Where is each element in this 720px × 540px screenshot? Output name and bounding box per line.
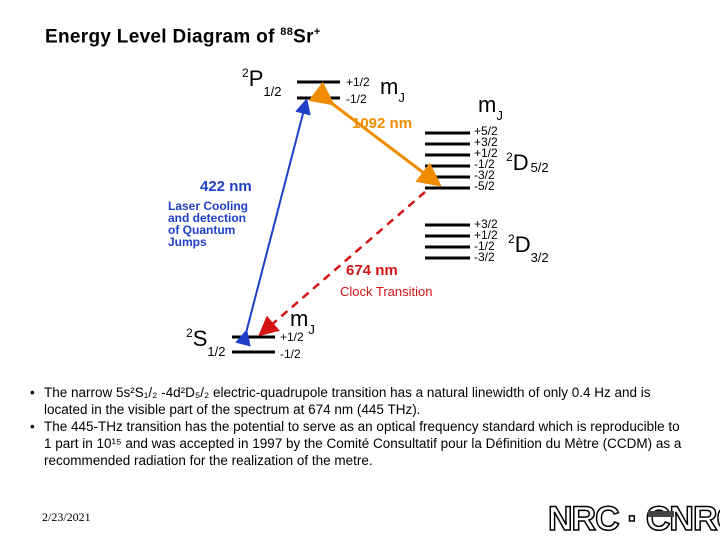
transition-422-arrow — [235, 98, 311, 347]
slide-date: 2/23/2021 — [42, 510, 91, 524]
transition-674-arrow — [258, 191, 426, 337]
p12-term-label: 2P1/2 — [242, 66, 281, 99]
bullet-list: The narrow 5s²S₁/₂ -4d²D₅/₂ electric-qua… — [30, 384, 690, 469]
s12-mj-label: mJ — [290, 306, 315, 337]
s12-term-label: 2S1/2 — [186, 326, 226, 359]
logo-badge-icon — [648, 511, 674, 517]
s12-mj-plus-half: +1/2 — [280, 330, 304, 344]
d52-mj-label: mJ — [478, 92, 503, 123]
p12-j: 1/2 — [263, 84, 282, 99]
transition-1092-label: 1092 nm — [352, 115, 413, 132]
s12-mj-minus-half: -1/2 — [280, 347, 301, 361]
bullet-item-standard: The 445-THz transition has the potential… — [30, 418, 690, 469]
p12-mj-plus-half: +1/2 — [346, 75, 370, 89]
transition-1092-arrow — [308, 81, 442, 187]
p12-mj-minus-half: -1/2 — [346, 92, 367, 106]
d32-term-label: 2D3/2 — [508, 232, 549, 265]
d52-mj-values: +5/2 +3/2 +1/2 -1/2 -3/2 -5/2 — [474, 124, 498, 193]
bullet-item-linewidth: The narrow 5s²S₁/₂ -4d²D₅/₂ electric-qua… — [30, 384, 690, 418]
transition-422-label: 422 nm — [200, 178, 252, 195]
transition-674-description: Clock Transition — [340, 284, 433, 299]
p12-letter: P — [248, 66, 264, 91]
title-mass-number: 88 — [280, 26, 294, 38]
nrc-cnrc-logo: NRC · CNRC — [547, 499, 720, 539]
p12-multiplicity: 2 — [242, 66, 249, 80]
title-element: Sr — [293, 26, 314, 48]
title-charge: + — [313, 26, 321, 38]
p12-mj-label: mJ — [380, 74, 405, 105]
transition-422-description: Laser Cooling and detection of Quantum J… — [168, 199, 249, 249]
diagram-title: Energy Level Diagram of 88Sr+ — [45, 26, 321, 48]
title-prefix: Energy Level Diagram of — [45, 26, 275, 48]
d32-mj-values: +3/2 +1/2 -1/2 -3/2 — [474, 217, 498, 264]
transition-674-label: 674 nm — [346, 262, 398, 279]
